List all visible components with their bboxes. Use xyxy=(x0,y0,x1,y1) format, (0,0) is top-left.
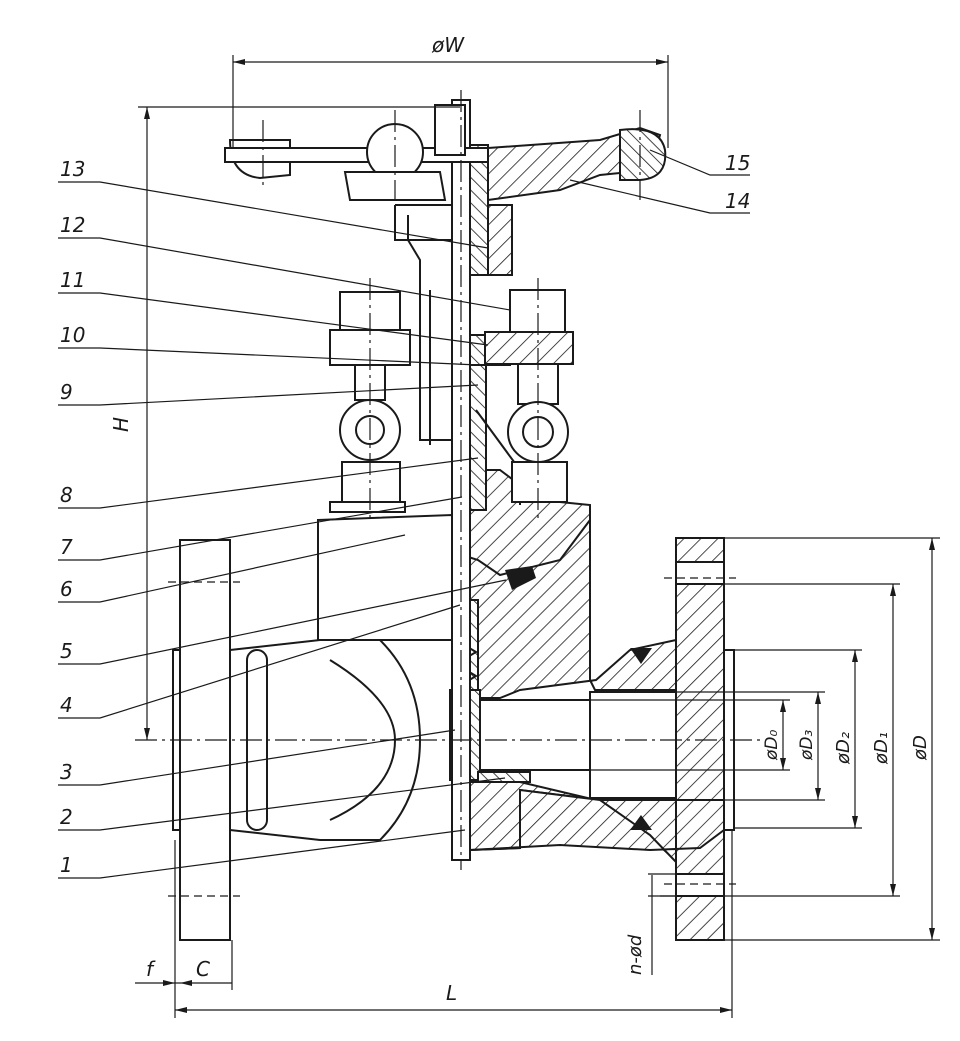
dim-label-bolt-circle: øD₁ xyxy=(871,732,892,765)
part-label-1: 1 xyxy=(60,853,73,877)
part-label-11: 11 xyxy=(60,268,85,292)
part-label-8: 8 xyxy=(60,483,73,507)
dim-label-raised-face: f xyxy=(146,957,156,981)
part-label-10: 10 xyxy=(60,323,85,347)
dim-label-outer-diameter: øD xyxy=(910,735,931,761)
part-label-3: 3 xyxy=(60,760,73,784)
part-label-12: 12 xyxy=(60,213,85,237)
part-number-labels: 13 12 11 10 9 8 7 6 5 4 3 2 1 15 14 xyxy=(60,151,750,877)
dim-label-diameter-3: øD₃ xyxy=(797,730,817,761)
dim-label-height: H xyxy=(109,417,133,432)
dim-label-raised-face-diameter: øD₂ xyxy=(833,732,854,765)
dim-label-length: L xyxy=(446,981,457,1005)
part-label-5: 5 xyxy=(60,639,73,663)
part-label-13: 13 xyxy=(60,157,85,181)
part-label-7: 7 xyxy=(60,535,73,559)
dim-label-bore: øD₀ xyxy=(762,730,782,761)
center-lines xyxy=(135,90,760,870)
part-label-4: 4 xyxy=(60,693,73,717)
handwheel xyxy=(224,104,667,202)
dim-label-bolt-holes: n-ød xyxy=(625,934,646,975)
body-exterior xyxy=(168,513,453,941)
leader-lines xyxy=(58,149,750,879)
dim-label-wheel-diameter: øW xyxy=(431,33,465,57)
part-label-9: 9 xyxy=(60,380,73,404)
bolt-right xyxy=(484,278,574,520)
part-label-6: 6 xyxy=(60,577,73,601)
part-label-2: 2 xyxy=(60,805,73,829)
bolt-left xyxy=(329,278,411,520)
part-label-14: 14 xyxy=(725,189,750,213)
dim-label-flange-thickness: C xyxy=(196,957,210,981)
dimension-lines xyxy=(135,55,940,1018)
dimension-labels: øW H L C f n-ød øD øD₁ øD₂ øD₃ øD₀ xyxy=(109,33,931,1005)
part-label-15: 15 xyxy=(725,151,750,175)
right-flange xyxy=(664,537,736,941)
